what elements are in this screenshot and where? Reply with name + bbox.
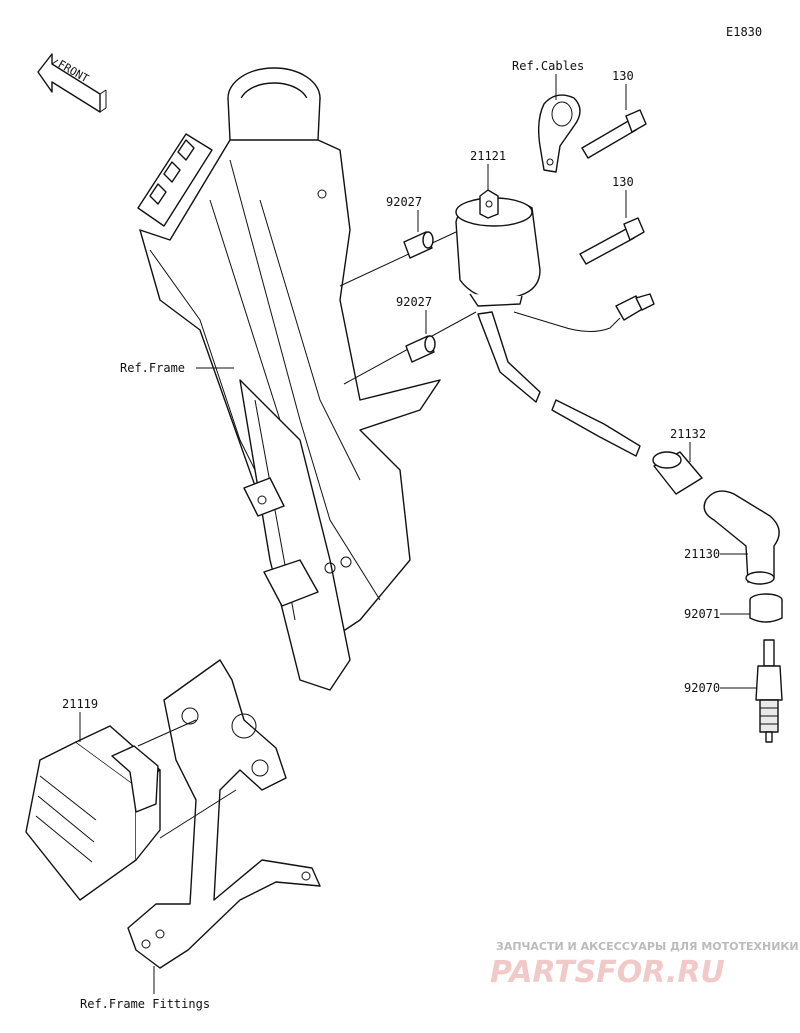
part-130-top-label: 130: [612, 69, 634, 83]
diagram-code: E1830: [726, 25, 762, 39]
part-21119-label: 21119: [62, 697, 98, 711]
watermark: ЗАПЧАСТИ И АКСЕССУАРЫ ДЛЯ МОТОТЕХНИКИ PA…: [490, 940, 799, 990]
part-92027-bot-label: 92027: [396, 295, 432, 309]
bolt-130-top: [581, 109, 647, 159]
cable-clamp: [537, 94, 581, 173]
part-92027-top-label: 92027: [386, 195, 422, 209]
ignition-coil: [455, 189, 541, 307]
frame-illustration: [137, 67, 441, 691]
bolt-130-mid: [579, 217, 645, 265]
plug-cap-21132: [652, 451, 703, 495]
ref-frame-fittings-label: Ref.Frame Fittings: [80, 997, 210, 1011]
part-21130-label: 21130: [684, 547, 720, 561]
plug-cap-21130: [703, 490, 780, 585]
ref-cables-label: Ref.Cables: [512, 59, 584, 73]
seal-92071: [749, 593, 783, 623]
part-21132-label: 21132: [670, 427, 706, 441]
part-21121-label: 21121: [470, 149, 506, 163]
cdi-unit-21119: [25, 725, 161, 901]
part-92071-label: 92071: [684, 607, 720, 621]
part-130-mid-label: 130: [612, 175, 634, 189]
collar-92027-bot: [405, 335, 436, 363]
front-arrow-icon: FRONT: [37, 53, 107, 113]
collar-92027-top: [403, 231, 434, 259]
watermark-tagline: ЗАПЧАСТИ И АКСЕССУАРЫ ДЛЯ МОТОТЕХНИКИ: [496, 940, 799, 953]
part-92070-label: 92070: [684, 681, 720, 695]
spark-plug-92070: [755, 639, 783, 743]
ht-lead: [477, 311, 541, 403]
ref-frame-label: Ref.Frame: [120, 361, 185, 375]
watermark-logo: PARTSFOR.RU: [490, 955, 725, 990]
bracket-frame-fittings: [127, 659, 321, 969]
